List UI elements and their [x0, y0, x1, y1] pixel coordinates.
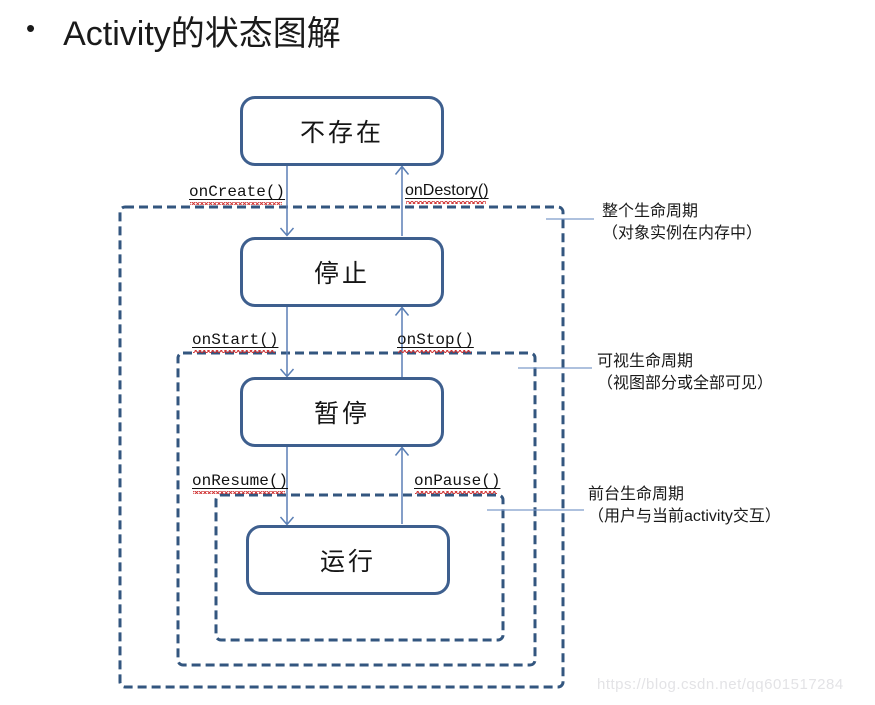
visible-lifecycle-region — [176, 351, 537, 667]
state-label: 停止 — [313, 260, 370, 288]
annotation-entire-lifecycle: 整个生命周期 （对象实例在内存中） — [602, 201, 762, 245]
arrow-ondestory-up — [394, 165, 410, 236]
state-label: 不存在 — [299, 119, 384, 147]
transition-label-onpause: onPause() — [414, 472, 500, 494]
state-label: 暂停 — [313, 400, 370, 428]
arrow-oncreate-down — [279, 166, 295, 237]
annotation-foreground-lifecycle: 前台生命周期 （用户与当前activity交互） — [588, 484, 781, 528]
annotation-line1: 可视生命周期 — [597, 353, 694, 370]
state-box-running: 运行 — [246, 525, 450, 595]
spellcheck-wave — [193, 350, 276, 353]
state-label: 运行 — [319, 548, 376, 576]
watermark-text: https://blog.csdn.net/qq601517284 — [597, 676, 844, 693]
spellcheck-wave — [193, 491, 286, 494]
annotation-visible-lifecycle: 可视生命周期 （视图部分或全部可见） — [597, 351, 773, 395]
transition-label-onstart: onStart() — [192, 331, 278, 353]
state-box-stopped: 停止 — [240, 237, 444, 307]
arrow-onpause-up — [394, 446, 410, 524]
annotation-line2: （视图部分或全部可见） — [597, 375, 774, 392]
annotation-line2: （对象实例在内存中） — [602, 225, 763, 242]
spellcheck-wave — [398, 350, 471, 353]
transition-label-onresume: onResume() — [192, 472, 288, 494]
arrow-onresume-down — [279, 447, 295, 526]
bullet-icon: • — [26, 13, 36, 43]
spellcheck-wave — [406, 201, 486, 204]
spellcheck-wave — [415, 491, 498, 494]
page-title: • Activity的状态图解 — [26, 6, 341, 55]
annotation-line2: （用户与当前activity交互） — [588, 508, 781, 525]
spellcheck-wave — [190, 202, 283, 205]
foreground-lifecycle-region — [214, 493, 505, 642]
arrow-onstop-up — [394, 306, 410, 377]
state-box-paused: 暂停 — [240, 377, 444, 447]
state-box-not-exist: 不存在 — [240, 96, 444, 166]
transition-label-oncreate: onCreate() — [189, 183, 285, 205]
annotation-line1: 整个生命周期 — [602, 203, 699, 220]
entire-lifecycle-region — [118, 205, 565, 689]
transition-label-ondestory: onDestory() — [405, 182, 489, 204]
arrow-onstart-down — [279, 307, 295, 378]
annotation-line1: 前台生命周期 — [588, 486, 685, 503]
transition-label-onstop: onStop() — [397, 331, 474, 353]
page-title-text: Activity的状态图解 — [63, 15, 341, 53]
